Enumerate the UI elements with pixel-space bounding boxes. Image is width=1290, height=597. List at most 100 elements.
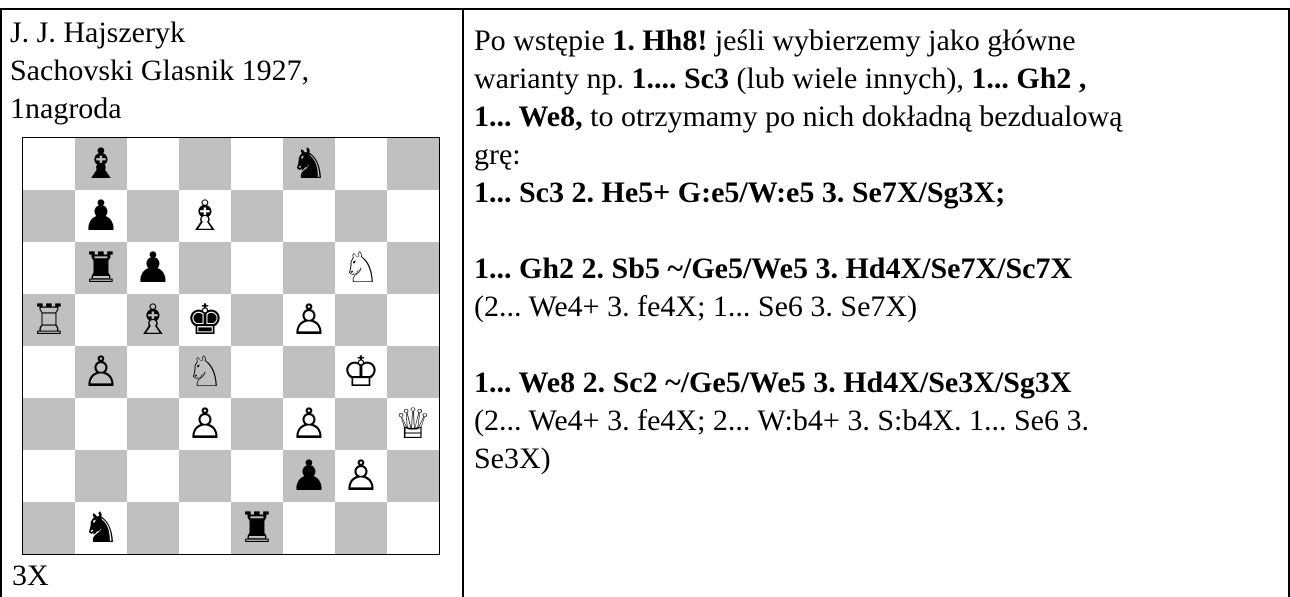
board-square-g6	[335, 242, 387, 294]
variant-move: 1.... Sc3	[631, 62, 729, 95]
variation-2: 1... Gh2 2. Sb5 ~/Ge5/We5 3. Hd4X/Se7X/S…	[474, 250, 1284, 288]
problem-stipulation: 3X	[12, 559, 49, 592]
board-square-c6	[127, 242, 179, 294]
board-square-h2	[387, 450, 439, 502]
chess-piece-g2: ♙	[342, 451, 380, 500]
board-square-e6	[231, 242, 283, 294]
board-square-b1	[75, 502, 127, 554]
board-square-h3	[387, 398, 439, 450]
solution-intro-line-1: Po wstępie 1. Hh8! jeśli wybierzemy jako…	[474, 22, 1284, 60]
chess-piece-f5: ♙	[290, 295, 328, 344]
intro-text: (lub wiele innych),	[728, 62, 972, 95]
chess-piece-h3: ♕	[394, 399, 432, 448]
chess-piece-d4: ♘	[186, 347, 224, 396]
board-square-c5	[127, 294, 179, 346]
board-square-f2	[283, 450, 335, 502]
board-square-h6	[387, 242, 439, 294]
variation-3-note-1: (2... We4+ 3. fe4X; 2... W:b4+ 3. S:b4X.…	[474, 404, 1089, 437]
chess-piece-f8: ♞	[290, 139, 328, 188]
problem-header: J. J. Hajszeryk Sachovski Glasnik 1927, …	[10, 14, 458, 128]
variation-moves: 1... Gh2 2. Sb5 ~/Ge5/We5 3. Hd4X/Se7X/S…	[474, 252, 1073, 285]
board-square-d4	[179, 346, 231, 398]
board-square-g8	[335, 138, 387, 190]
board-square-c8	[127, 138, 179, 190]
chess-piece-d5: ♚	[186, 295, 224, 344]
board-square-a4	[23, 346, 75, 398]
variation-3-note-2: Se3X)	[474, 442, 551, 475]
chess-piece-b7: ♟	[82, 191, 120, 240]
problem-award: 1nagroda	[10, 92, 122, 125]
board-square-f8	[283, 138, 335, 190]
variant-move: 1... Gh2 ,	[971, 62, 1087, 95]
variation-moves: 1... Sc3 2. He5+ G:e5/W:e5 3. Se7X/Sg3X;	[474, 176, 1006, 209]
board-square-h1	[387, 502, 439, 554]
board-square-d3	[179, 398, 231, 450]
chess-piece-g6: ♘	[342, 243, 380, 292]
board-square-g1	[335, 502, 387, 554]
board-square-a3	[23, 398, 75, 450]
board-square-f7	[283, 190, 335, 242]
problem-source: Sachovski Glasnik 1927,	[10, 54, 310, 87]
board-square-b4	[75, 346, 127, 398]
board-square-b8	[75, 138, 127, 190]
board-square-e1	[231, 502, 283, 554]
board-square-h7	[387, 190, 439, 242]
chess-piece-g4: ♔	[342, 347, 380, 396]
solution-intro-line-2: warianty np. 1.... Sc3 (lub wiele innych…	[474, 60, 1284, 98]
board-square-f5	[283, 294, 335, 346]
chess-piece-f3: ♙	[290, 399, 328, 448]
solution-intro-line-4: grę:	[474, 138, 521, 171]
board-square-d6	[179, 242, 231, 294]
board-square-b3	[75, 398, 127, 450]
solution-intro-line-3: 1... We8, to otrzymamy po nich dokładną …	[474, 98, 1284, 136]
chess-piece-c5: ♗	[134, 295, 172, 344]
board-square-c2	[127, 450, 179, 502]
intro-text: warianty np.	[474, 62, 632, 95]
board-square-e3	[231, 398, 283, 450]
board-square-g2	[335, 450, 387, 502]
board-square-e7	[231, 190, 283, 242]
board-square-d8	[179, 138, 231, 190]
chess-piece-d3: ♙	[186, 399, 224, 448]
variation-1: 1... Sc3 2. He5+ G:e5/W:e5 3. Se7X/Sg3X;	[474, 174, 1284, 212]
board-square-b2	[75, 450, 127, 502]
board-square-g5	[335, 294, 387, 346]
spacer	[474, 326, 1284, 364]
board-square-d1	[179, 502, 231, 554]
board-square-g4	[335, 346, 387, 398]
board-square-e4	[231, 346, 283, 398]
table-column-divider	[462, 8, 464, 597]
board-square-d5	[179, 294, 231, 346]
intro-text: to otrzymamy po nich dokładną bezdualową	[582, 100, 1123, 133]
chess-piece-b1: ♞	[82, 503, 120, 552]
chess-piece-f2: ♟	[290, 451, 328, 500]
variation-2-note: (2... We4+ 3. fe4X; 1... Se6 3. Se7X)	[474, 290, 918, 323]
board-square-f1	[283, 502, 335, 554]
intro-text: Po wstępie	[474, 24, 613, 57]
variant-move: 1... We8,	[474, 100, 583, 133]
board-square-c3	[127, 398, 179, 450]
board-square-a2	[23, 450, 75, 502]
table-right-border	[1288, 8, 1290, 597]
board-square-e8	[231, 138, 283, 190]
board-square-f3	[283, 398, 335, 450]
problem-author: J. J. Hajszeryk	[10, 16, 185, 49]
board-square-c4	[127, 346, 179, 398]
board-square-g3	[335, 398, 387, 450]
chess-piece-d7: ♗	[186, 191, 224, 240]
board-square-f4	[283, 346, 335, 398]
board-square-b5	[75, 294, 127, 346]
board-square-d2	[179, 450, 231, 502]
board-square-h4	[387, 346, 439, 398]
chess-board: ♝♞♟♗♜♟♘♖♗♚♙♙♘♔♙♙♕♟♙♞♜	[22, 137, 440, 555]
board-square-a1	[23, 502, 75, 554]
board-square-e2	[231, 450, 283, 502]
board-square-h5	[387, 294, 439, 346]
variation-3: 1... We8 2. Sc2 ~/Ge5/We5 3. Hd4X/Se3X/S…	[474, 364, 1284, 402]
board-square-c7	[127, 190, 179, 242]
board-square-e5	[231, 294, 283, 346]
spacer	[474, 212, 1284, 250]
chess-piece-b6: ♜	[82, 243, 120, 292]
table-top-border	[0, 8, 1290, 10]
